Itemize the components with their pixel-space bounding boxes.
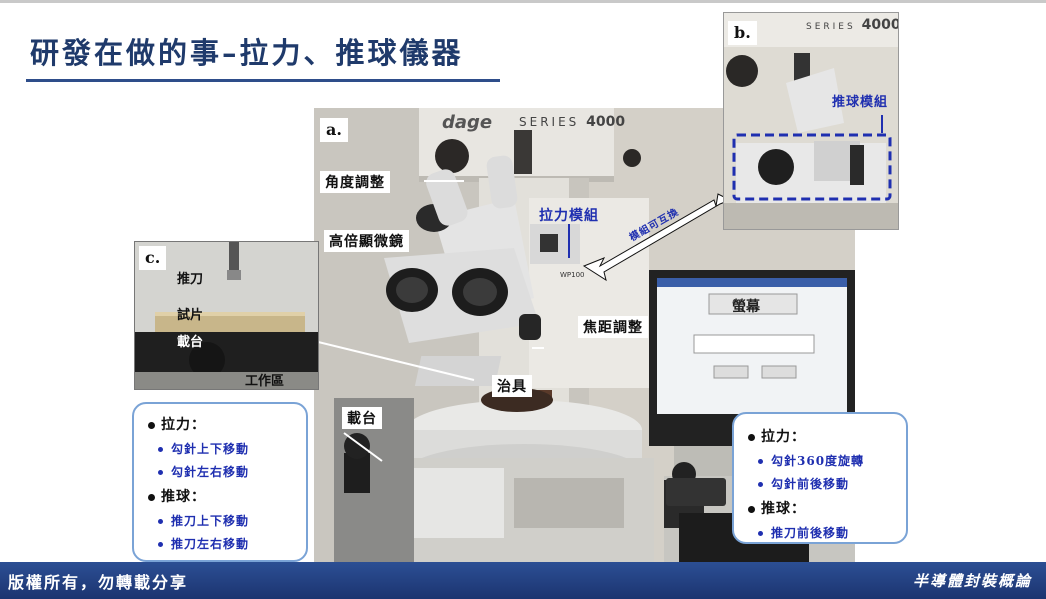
photo-b-series-label: SERIES 4000 <box>806 17 899 33</box>
wp100-tag: WP100 <box>560 271 585 279</box>
annotation-angle-adjust: 角度調整 <box>320 171 390 193</box>
series-label: SERIES 4000 <box>519 114 626 130</box>
callout-left-pull-item: 勾針左右移動 <box>158 463 306 480</box>
callout-left-push-item: 推刀左右移動 <box>158 535 306 552</box>
callout-left-pull-title: 拉力： <box>148 414 306 434</box>
annotation-stage: 載台 <box>342 407 382 429</box>
callout-left-pull-item: 勾針上下移動 <box>158 440 306 457</box>
label-stage: 載台 <box>177 335 204 350</box>
callout-right-push-title: 推球： <box>748 498 906 518</box>
annotation-fixture: 治具 <box>492 375 532 397</box>
annotation-pull-module: 拉力模組 <box>539 208 599 224</box>
annotation-monitor: 螢幕 <box>732 299 760 315</box>
callout-right-pull-item: 勾針前後移動 <box>758 475 906 492</box>
photo-c-work-area: c. 推刀 試片 載台 工作區 <box>134 241 319 390</box>
callout-left: 拉力： 勾針上下移動 勾針左右移動 推球： 推刀上下移動 推刀左右移動 <box>132 402 308 562</box>
photo-a-label: a. <box>320 118 348 142</box>
dage-logo: dage <box>442 112 493 133</box>
footer-course-title: 半導體封裝概論 <box>912 572 1032 590</box>
callout-right-pull-item: 勾針360度旋轉 <box>758 452 906 469</box>
callout-left-push-title: 推球： <box>148 486 306 506</box>
photo-b-label: b. <box>728 21 757 45</box>
callout-right: 拉力： 勾針360度旋轉 勾針前後移動 推球： 推刀前後移動 <box>732 412 908 544</box>
callout-left-push-item: 推刀上下移動 <box>158 512 306 529</box>
label-sample: 試片 <box>177 308 204 323</box>
slide-title: 研發在做的事–拉力、推球儀器 <box>30 36 464 70</box>
annotation-push-module: 推球模組 <box>832 95 889 110</box>
footer-bar: 版權所有，勿轉載分享 半導體封裝概論 <box>0 562 1046 599</box>
annotation-microscope: 高倍顯微鏡 <box>324 230 409 252</box>
label-work-area: 工作區 <box>245 374 285 389</box>
callout-right-pull-title: 拉力： <box>748 426 906 446</box>
push-module-illustration <box>724 13 898 229</box>
title-underline <box>26 79 500 82</box>
label-blade: 推刀 <box>177 272 204 287</box>
photo-c-label: c. <box>139 246 167 270</box>
callout-right-push-item: 推刀前後移動 <box>758 524 906 541</box>
annotation-focus-adjust: 焦距調整 <box>578 316 648 338</box>
footer-copyright: 版權所有，勿轉載分享 <box>8 573 189 592</box>
photo-b-push-module: b. SERIES 4000 推球模組 <box>723 12 899 230</box>
top-border <box>0 0 1046 3</box>
